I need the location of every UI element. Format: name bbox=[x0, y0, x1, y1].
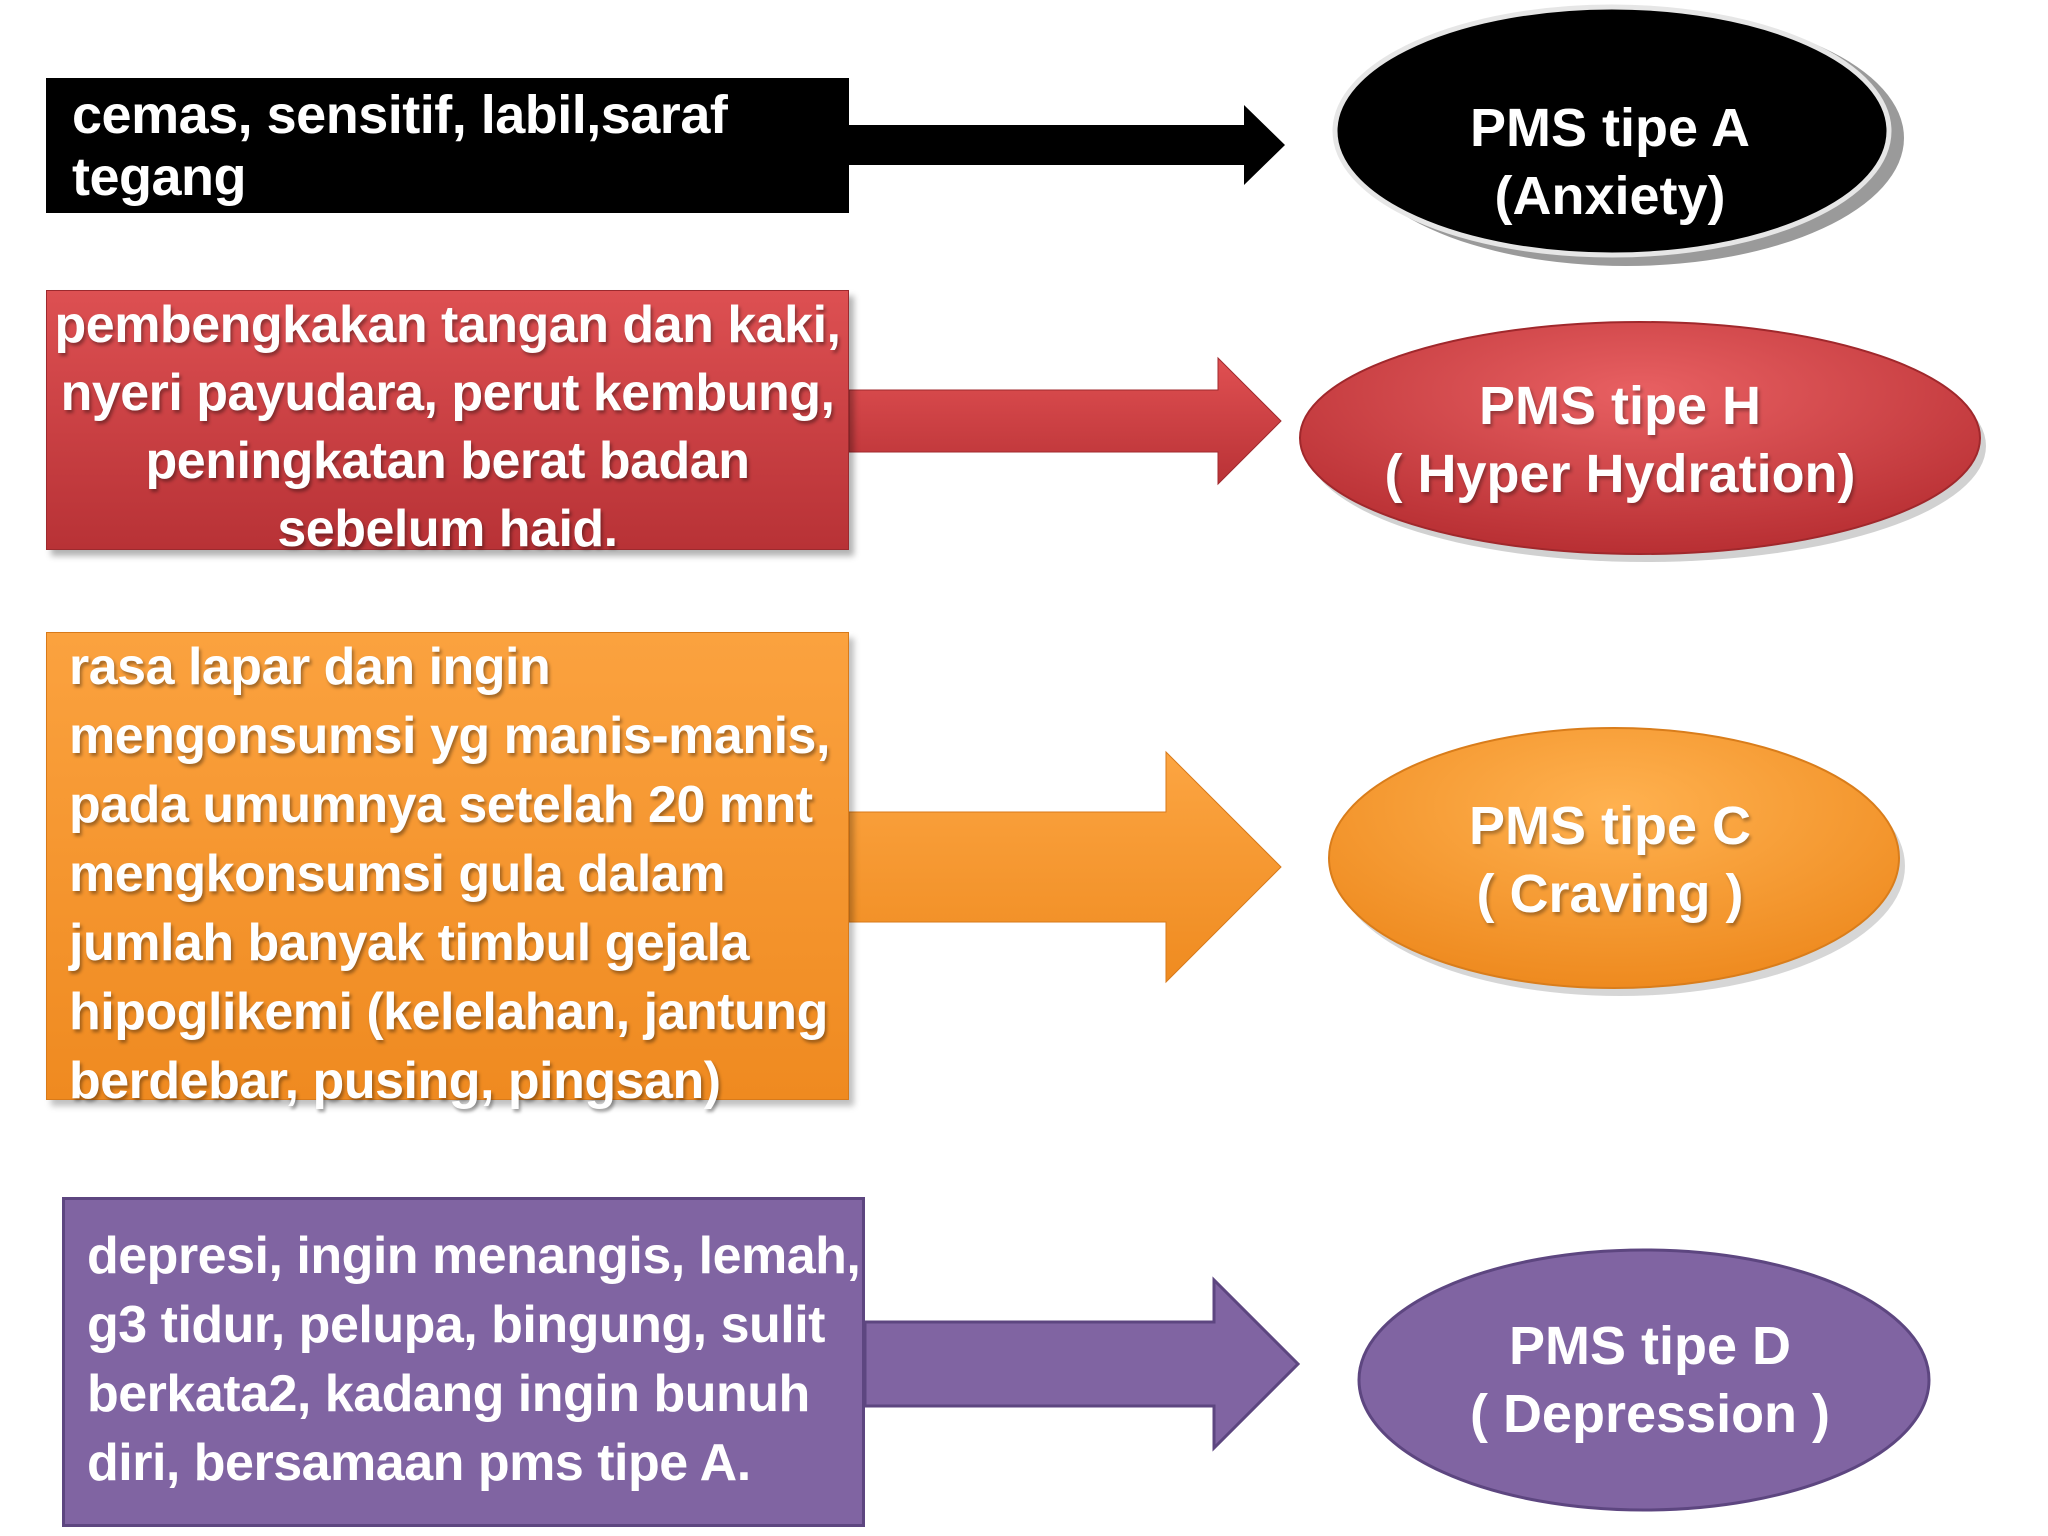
pms-type-c-label: PMS tipe C ( Craving ) bbox=[1330, 790, 1890, 930]
type-subtitle: ( Craving ) bbox=[1476, 864, 1744, 924]
symptom-text: cemas, sensitif, labil,saraf tegang bbox=[72, 84, 728, 207]
symptom-text: jumlah banyak timbul gejala bbox=[69, 914, 750, 972]
pms-type-a-label: PMS tipe A (Anxiety) bbox=[1320, 62, 1900, 262]
pms-type-h-label: PMS tipe H ( Hyper Hydration) bbox=[1300, 370, 1940, 510]
type-subtitle: ( Hyper Hydration) bbox=[1384, 444, 1856, 504]
symptom-text: mengkonsumsi gula dalam bbox=[69, 845, 726, 903]
symptom-text: hipoglikemi (kelelahan, jantung bbox=[69, 983, 828, 1041]
ellipse-a bbox=[1332, 4, 1892, 258]
symptom-text: berkata2, kadang ingin bunuh bbox=[87, 1365, 810, 1423]
symptom-text: diri, bersamaan pms tipe A. bbox=[87, 1434, 751, 1492]
symptom-box-c: rasa lapar dan ingin mengonsumsi yg mani… bbox=[46, 632, 849, 1110]
type-name: PMS tipe A bbox=[1469, 98, 1751, 158]
type-subtitle: ( Depression ) bbox=[1469, 1384, 1831, 1444]
symptom-text: berdebar, pusing, pingsan) bbox=[69, 1052, 721, 1110]
symptom-box-a: cemas, sensitif, labil,saraf tegang bbox=[46, 78, 849, 213]
type-name: PMS tipe H bbox=[1478, 376, 1762, 436]
arrow-h bbox=[848, 356, 1282, 486]
symptom-box-h: pembengkakan tangan dan kaki, nyeri payu… bbox=[46, 290, 849, 558]
symptom-text: sebelum haid. bbox=[277, 500, 618, 558]
symptom-text: nyeri payudara, perut kembung, bbox=[60, 364, 835, 422]
symptom-text: g3 tidur, pelupa, bingung, sulit bbox=[87, 1296, 825, 1354]
arrow-a bbox=[849, 105, 1285, 185]
ellipse-h bbox=[1299, 321, 1981, 555]
pms-type-d-label: PMS tipe D ( Depression ) bbox=[1360, 1310, 1940, 1450]
symptom-text: peningkatan berat badan bbox=[145, 432, 750, 490]
symptom-text: pembengkakan tangan dan kaki, bbox=[54, 296, 841, 354]
type-name: PMS tipe D bbox=[1508, 1316, 1792, 1376]
symptom-text: depresi, ingin menangis, lemah, bbox=[87, 1227, 861, 1285]
symptom-text: pada umumnya setelah 20 mnt bbox=[69, 776, 813, 834]
symptom-text: rasa lapar dan ingin bbox=[69, 638, 551, 696]
arrow-c bbox=[848, 750, 1282, 984]
ellipse-c bbox=[1328, 727, 1900, 989]
ellipse-d bbox=[1357, 1248, 1931, 1512]
symptom-text: mengonsumsi yg manis-manis, bbox=[69, 707, 830, 765]
arrow-d bbox=[863, 1276, 1301, 1452]
type-name: PMS tipe C bbox=[1468, 796, 1752, 856]
type-subtitle: (Anxiety) bbox=[1494, 166, 1726, 226]
symptom-box-d: depresi, ingin menangis, lemah, g3 tidur… bbox=[62, 1197, 865, 1527]
